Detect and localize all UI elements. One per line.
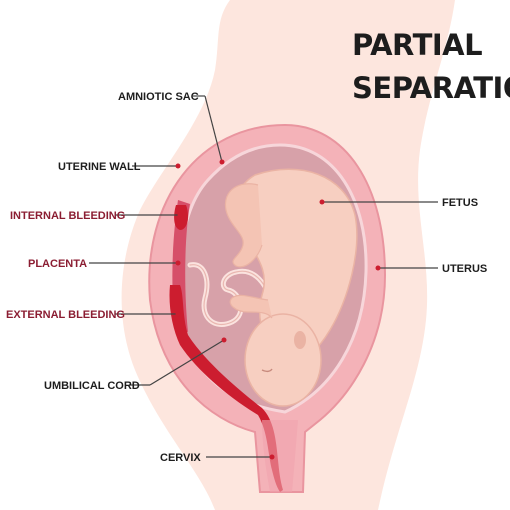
- external-bleeding-shape: [169, 285, 283, 492]
- label-uterus: UTERUS: [442, 263, 487, 275]
- label-fetus: FETUS: [442, 197, 478, 209]
- title-line-1: PARTIAL: [352, 28, 482, 62]
- label-placenta: PLACENTA: [28, 258, 87, 270]
- label-external-bleeding: EXTERNAL BLEEDING: [6, 309, 125, 321]
- label-amniotic-sac: AMNIOTIC SAC: [118, 91, 199, 103]
- label-umbilical-cord: UMBILICAL CORD: [44, 380, 140, 392]
- leader-dots: [175, 159, 381, 460]
- label-internal-bleeding: INTERNAL BLEEDING: [10, 210, 125, 222]
- leader-lines: [89, 95, 438, 458]
- label-cervix: CERVIX: [160, 452, 201, 464]
- internal-bleeding-shape: [174, 205, 188, 230]
- fetus-shape: [224, 168, 358, 407]
- title-line-2: SEPARATION: [352, 71, 510, 105]
- cervix-shape: [262, 420, 298, 492]
- label-uterine-wall: UTERINE WALL: [58, 161, 141, 173]
